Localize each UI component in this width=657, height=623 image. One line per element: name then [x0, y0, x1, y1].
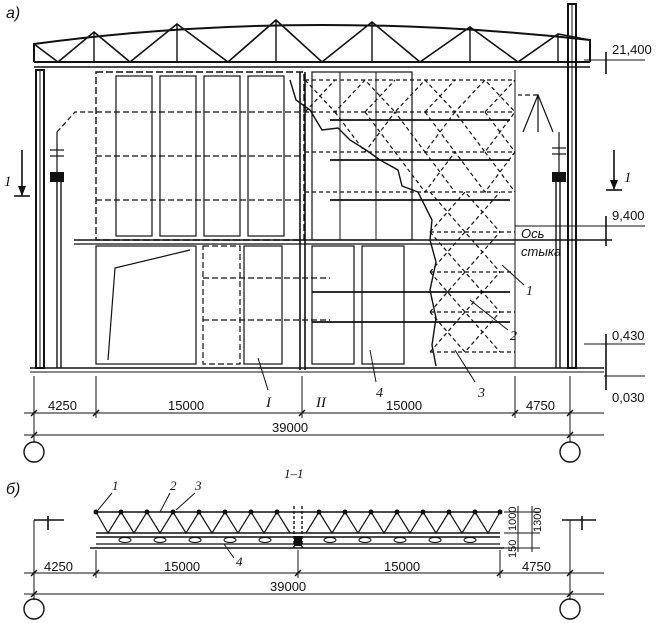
callout-a-3: 3	[477, 386, 485, 401]
zone-II: II	[315, 395, 327, 411]
left-column	[35, 69, 96, 369]
diamond-bracing	[304, 79, 516, 353]
callout-b-3: 3	[194, 478, 202, 493]
vdim-150: 150	[507, 540, 519, 558]
section-label-left: 1	[4, 174, 12, 190]
section-title-1-1: 1–1	[284, 466, 304, 481]
bracing-rods	[312, 119, 510, 323]
gate-lower-panels	[95, 245, 405, 365]
zone-I: I	[265, 395, 272, 411]
callout-b-4: 4	[236, 554, 243, 569]
callout-b-1: 1	[112, 478, 119, 493]
dim-a-39000: 39000	[272, 420, 308, 435]
section-marker-right: 1	[606, 150, 632, 191]
callout-a-1: 1	[526, 284, 533, 299]
dim-a-4250: 4250	[48, 398, 77, 413]
right-column	[518, 3, 577, 369]
crane-bracket-right	[552, 172, 566, 182]
elevation-0030: 0,030	[612, 390, 645, 405]
section-truss	[90, 506, 504, 549]
grid-axis-circle-left-b	[23, 598, 45, 620]
joint-axis-center	[299, 72, 306, 370]
elevation-0430: 0,430	[612, 328, 645, 343]
grid-axis-circle-right	[559, 441, 581, 463]
callouts-b: 1 2 3 4	[97, 478, 243, 569]
vdim-1300: 1300	[532, 508, 544, 532]
dim-a-15000-left: 15000	[168, 398, 204, 413]
roof-truss	[33, 18, 591, 68]
panel-a-elevation: а)	[4, 3, 652, 463]
callout-a-4: 4	[376, 386, 383, 401]
dim-a-4750: 4750	[526, 398, 555, 413]
cutaway-edge	[289, 79, 437, 367]
joint-axis-label-line1: Ось	[521, 226, 545, 241]
elevation-markers: 21,400 9,400 0,430 0,030	[515, 42, 652, 405]
callout-b-2: 2	[170, 478, 177, 493]
panel-a-label: а)	[6, 5, 20, 22]
wall-markers	[33, 516, 596, 600]
gate-upper-frame	[95, 71, 305, 241]
callout-a-2: 2	[510, 329, 517, 344]
crane-bracket-left	[50, 172, 64, 182]
dim-b-39000: 39000	[270, 579, 306, 594]
dim-a-15000-right: 15000	[386, 398, 422, 413]
callouts-a: 1 2 3 4 I II	[257, 264, 533, 411]
elevation-21400: 21,400	[612, 42, 652, 57]
panel-b-label: б)	[6, 481, 20, 498]
grid-axis-circle-right-b	[559, 598, 581, 620]
elevation-9400: 9,400	[612, 208, 645, 223]
cladding-right	[311, 71, 413, 241]
grid-axis-circle-left	[23, 441, 45, 463]
section-label-right: 1	[624, 170, 632, 186]
joint-axis-label-line2: стыка	[521, 244, 561, 259]
dim-b-15000-left: 15000	[164, 559, 200, 574]
section-marker-left: 1	[4, 150, 30, 197]
dim-b-4250: 4250	[44, 559, 73, 574]
dim-b-15000-right: 15000	[384, 559, 420, 574]
vdim-1000: 1000	[507, 507, 519, 531]
panel-b-section: б) 1–1	[6, 466, 604, 620]
dimension-chain-a: 4250 15000 15000 4750 39000	[23, 376, 604, 463]
dim-b-4750: 4750	[522, 559, 551, 574]
vertical-dims-b: 1000 1300 150	[504, 506, 544, 558]
dimension-chain-b: 4250 15000 15000 4750 39000	[23, 550, 604, 620]
